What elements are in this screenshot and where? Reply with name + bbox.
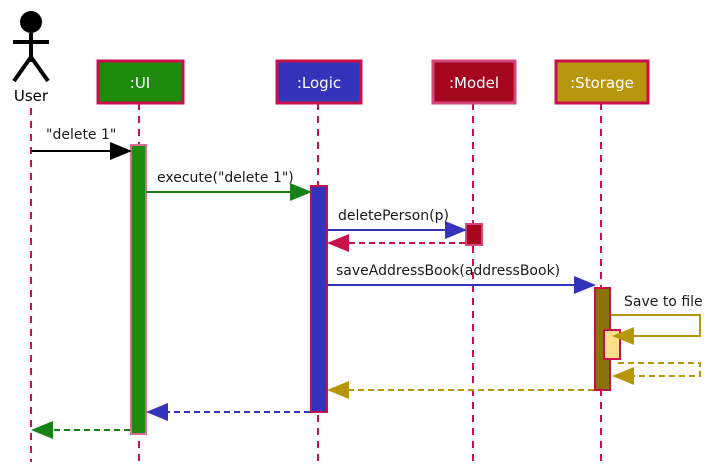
actor-leg-right-icon xyxy=(29,55,50,83)
participant-label-model: :Model xyxy=(449,74,499,92)
activation-bar-model[interactable] xyxy=(465,223,483,246)
participant-label-logic: :Logic xyxy=(297,74,341,92)
message-self-return-storage[interactable] xyxy=(612,362,701,385)
message-label-execute: execute("delete 1") xyxy=(157,170,294,186)
participant-box-model[interactable] xyxy=(431,59,517,105)
message-save-to-file[interactable]: Save to file xyxy=(611,294,703,345)
message-arrow-self-return-storage[interactable] xyxy=(612,362,701,385)
participant-label-storage: :Storage xyxy=(570,74,634,92)
participant-label-ui: :UI xyxy=(130,74,150,92)
actor-label: User xyxy=(14,87,49,105)
actor-leg-left-icon xyxy=(12,55,33,83)
message-label-delete-1: "delete 1" xyxy=(46,127,116,143)
message-label-save-address-book: saveAddressBook(addressBook) xyxy=(336,263,560,279)
activation-bar-ui[interactable] xyxy=(130,144,147,435)
activation-bars-group xyxy=(130,144,621,435)
message-save-address-book[interactable]: saveAddressBook(addressBook) xyxy=(327,263,596,294)
message-label-save-to-file: Save to file xyxy=(624,294,703,310)
participant-box-storage[interactable] xyxy=(554,59,650,105)
actor-head-icon xyxy=(20,11,42,33)
participant-storage[interactable]: :Storage xyxy=(554,59,650,105)
message-execute[interactable]: execute("delete 1") xyxy=(146,170,312,201)
activation-bar-storage-self[interactable] xyxy=(603,329,621,360)
message-arrow-save-to-file[interactable] xyxy=(611,314,701,345)
activation-bar-logic[interactable] xyxy=(310,185,328,413)
participant-box-logic[interactable] xyxy=(275,59,363,105)
participant-box-ui[interactable] xyxy=(96,59,185,105)
message-delete-person[interactable]: deletePerson(p) xyxy=(327,208,467,239)
message-label-delete-person: deletePerson(p) xyxy=(338,208,449,224)
participant-logic[interactable]: :Logic xyxy=(275,59,363,105)
message-delete-1[interactable]: "delete 1" xyxy=(31,127,132,160)
actor-user[interactable]: User xyxy=(12,11,50,105)
participant-model[interactable]: :Model xyxy=(431,59,517,105)
participant-ui[interactable]: :UI xyxy=(96,59,185,105)
